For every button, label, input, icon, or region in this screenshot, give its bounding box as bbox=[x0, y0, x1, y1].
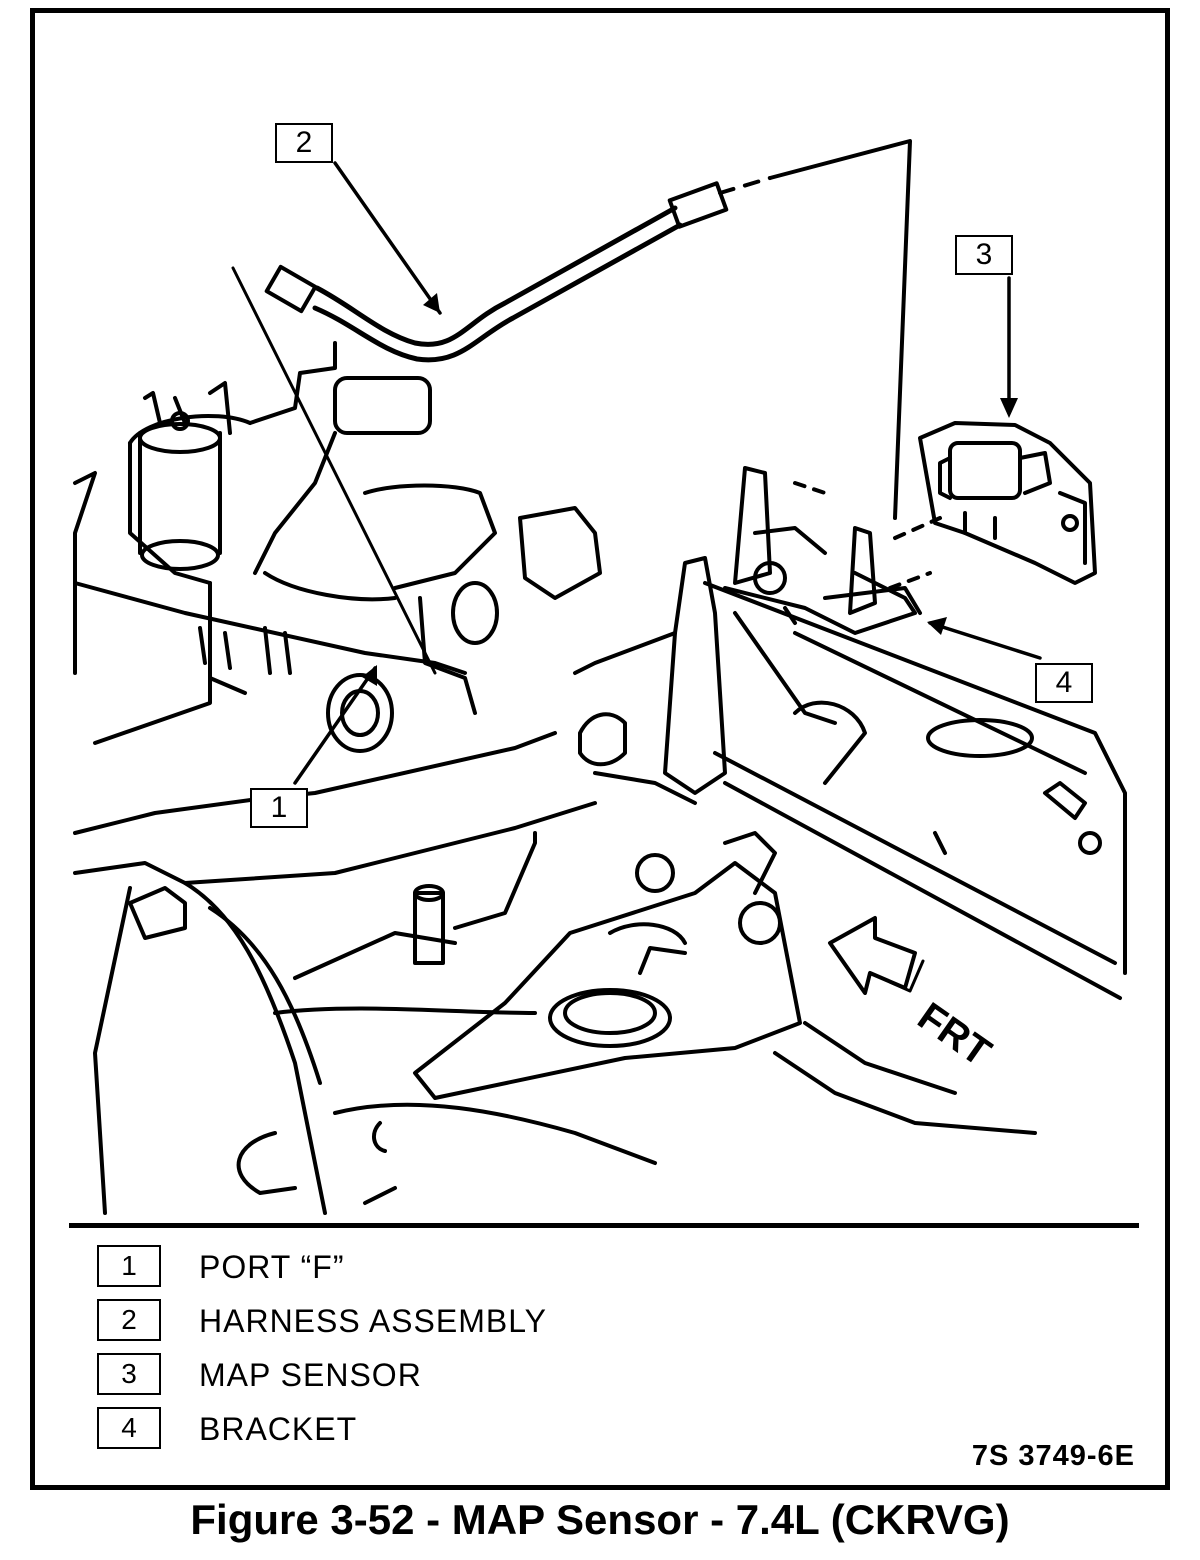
map-sensor bbox=[918, 421, 1097, 585]
callout-1: 1 bbox=[250, 788, 308, 828]
thermostat-housing bbox=[413, 831, 1037, 1135]
front-arrow bbox=[828, 916, 925, 995]
legend-label: BRACKET bbox=[199, 1411, 358, 1447]
callout-3: 3 bbox=[955, 235, 1013, 275]
callout-4: 4 bbox=[1035, 663, 1093, 703]
engine-illustration: FRT bbox=[73, 139, 1127, 1215]
drawing-number: 7S 3749-6E bbox=[971, 1440, 1135, 1472]
callout-2: 2 bbox=[275, 123, 333, 163]
legend-number: 3 bbox=[97, 1353, 161, 1395]
front-direction-label: FRT bbox=[910, 994, 999, 1075]
legend-number: 4 bbox=[97, 1407, 161, 1449]
figure-caption: Figure 3-52 - MAP Sensor - 7.4L (CKRVG) bbox=[190, 1496, 1010, 1543]
legend-divider bbox=[69, 1223, 1139, 1228]
legend-label: MAP SENSOR bbox=[199, 1357, 422, 1393]
harness-assembly bbox=[264, 139, 912, 520]
legend-number: 1 bbox=[97, 1245, 161, 1287]
throttle-body bbox=[73, 341, 602, 753]
legend-label: HARNESS ASSEMBLY bbox=[199, 1303, 547, 1339]
legend-number: 2 bbox=[97, 1299, 161, 1341]
valve-cover bbox=[703, 581, 1127, 1000]
intake-manifold bbox=[73, 731, 657, 1215]
bracket bbox=[573, 466, 942, 805]
legend-label: PORT “F” bbox=[199, 1249, 345, 1285]
figure-frame: FRT 2 3 4 1 1 PORT “F” 2 HARNESS ASSEMBL… bbox=[30, 8, 1170, 1490]
callout-leaders bbox=[293, 161, 1042, 785]
